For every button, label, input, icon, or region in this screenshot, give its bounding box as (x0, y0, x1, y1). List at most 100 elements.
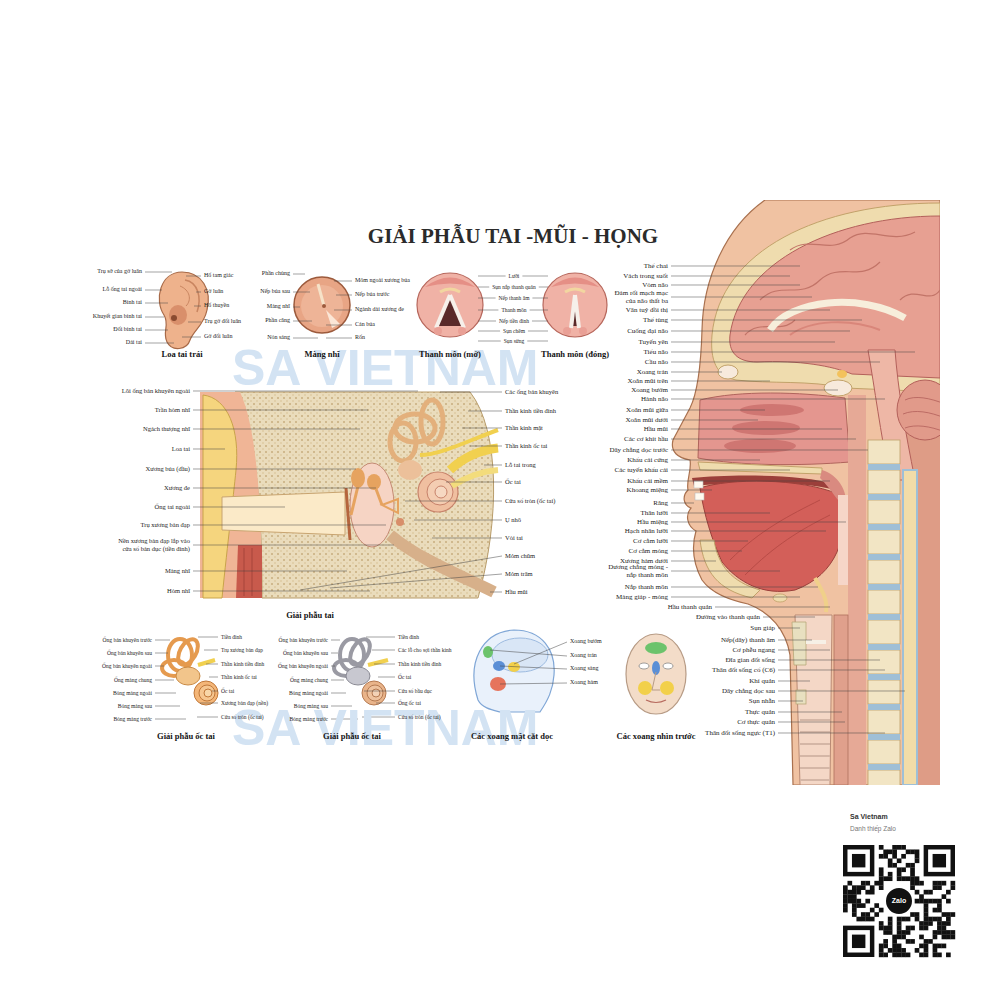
qr-module (888, 872, 893, 877)
qr-module (937, 921, 942, 926)
qr-module (942, 926, 947, 931)
leader-line (530, 310, 548, 311)
leader-line (293, 307, 300, 308)
leader-line (778, 639, 812, 640)
qr-module (883, 939, 888, 944)
leader-line (514, 642, 567, 664)
qr-module (933, 944, 938, 949)
qr-module (906, 953, 911, 958)
ear-section-drawing (236, 545, 262, 598)
leader-line (186, 276, 201, 277)
qr-module (919, 926, 924, 931)
qr-module (933, 885, 938, 890)
leader-line (293, 274, 305, 275)
disc-shape (868, 494, 900, 500)
qr-module (897, 948, 902, 953)
part-label: Bóng màng ngoài (289, 690, 328, 697)
leader-line (778, 669, 885, 670)
disc-shape (868, 704, 900, 710)
leader-line (671, 380, 770, 381)
head-section-drawing (712, 203, 940, 392)
vertebra-shape (868, 440, 900, 785)
qr-module (861, 903, 866, 908)
ear-section-drawing (452, 470, 498, 486)
glottis-open-drawing (436, 295, 450, 328)
part-label: Xoăn mũi dưới (626, 416, 669, 424)
inner-ear-drawing (176, 667, 200, 685)
part-label: Bóng màng trước (113, 716, 152, 723)
leader-line (522, 276, 548, 277)
qr-module (946, 917, 951, 922)
part-label: Ngành dài xương đe (355, 306, 404, 313)
qr-module (888, 921, 893, 926)
part-label: Hạch nhân lưỡi (625, 527, 668, 535)
head-section-drawing (903, 397, 940, 432)
part-label: Dương chằng móng - nắp thanh môn (602, 563, 668, 580)
qr-module (924, 926, 929, 931)
leader-line (532, 321, 548, 322)
part-label: Ụ nhô (505, 516, 521, 524)
qr-module (919, 935, 924, 940)
leader-line (193, 524, 386, 525)
part-label: Nón sáng (267, 334, 290, 341)
part-label: Ống tai ngoài (155, 503, 190, 511)
qr-module (919, 944, 924, 949)
part-label: Hành não (641, 395, 668, 403)
leader-line (336, 295, 352, 296)
leader-line (145, 343, 174, 344)
part-label: Thần kinh mặt (505, 424, 543, 432)
part-label: Trụ gờ đối luân (204, 318, 241, 325)
qr-module (937, 903, 942, 908)
part-label: Tuyến yên (639, 338, 669, 346)
qr-module (892, 854, 897, 859)
leader-line (155, 680, 174, 681)
ear-section-drawing (396, 518, 404, 526)
qr-module (901, 930, 906, 935)
qr-module (915, 948, 920, 953)
ear-section-drawing (435, 486, 447, 498)
glottis-open-drawing (417, 273, 483, 337)
part-label: Nếp tiền đình (499, 318, 529, 325)
leader-line (209, 677, 218, 678)
sinus-side-drawing (508, 662, 520, 672)
qr-module (843, 908, 848, 913)
qr-module (951, 912, 956, 917)
part-label: Cơ phễu ngang (732, 646, 775, 654)
qr-module (915, 881, 920, 886)
inner-ear-drawing (346, 667, 370, 685)
part-label: Ống ốc tai (398, 700, 421, 707)
leader-line (671, 480, 830, 481)
qr-finder (843, 926, 874, 957)
qr-module (928, 921, 933, 926)
head-section-drawing (868, 350, 915, 480)
qr-module (906, 863, 911, 868)
part-label: Hầu miệng (637, 518, 668, 526)
qr-module (915, 899, 920, 904)
leader-line (293, 321, 312, 322)
qr-module (919, 921, 924, 926)
part-label: Ống màng chung (290, 677, 328, 684)
ear-section-drawing (390, 423, 416, 461)
qr-module (915, 912, 920, 917)
leader-line (671, 275, 790, 276)
leader-line (671, 371, 722, 372)
vertebra-shape (868, 590, 900, 614)
part-label: Các ống bán khuyên (505, 388, 558, 396)
leader-line (671, 330, 850, 331)
glottis-open-drawing (417, 273, 483, 337)
inner-ear-drawing (198, 660, 215, 665)
part-label: Vòm não (642, 281, 668, 289)
qr-module (928, 899, 933, 904)
inner-ear-drawing (340, 639, 364, 671)
vertebra-shape (868, 470, 900, 494)
leader-line (671, 398, 885, 399)
vertebra-shape (868, 530, 900, 554)
qr-module (946, 890, 951, 895)
head-section-drawing (795, 615, 832, 785)
qr-module (933, 881, 938, 886)
qr-module (892, 845, 897, 850)
qr-module (901, 845, 906, 850)
qr-module (906, 939, 911, 944)
leader-line (671, 489, 712, 490)
leader-line (478, 331, 500, 332)
